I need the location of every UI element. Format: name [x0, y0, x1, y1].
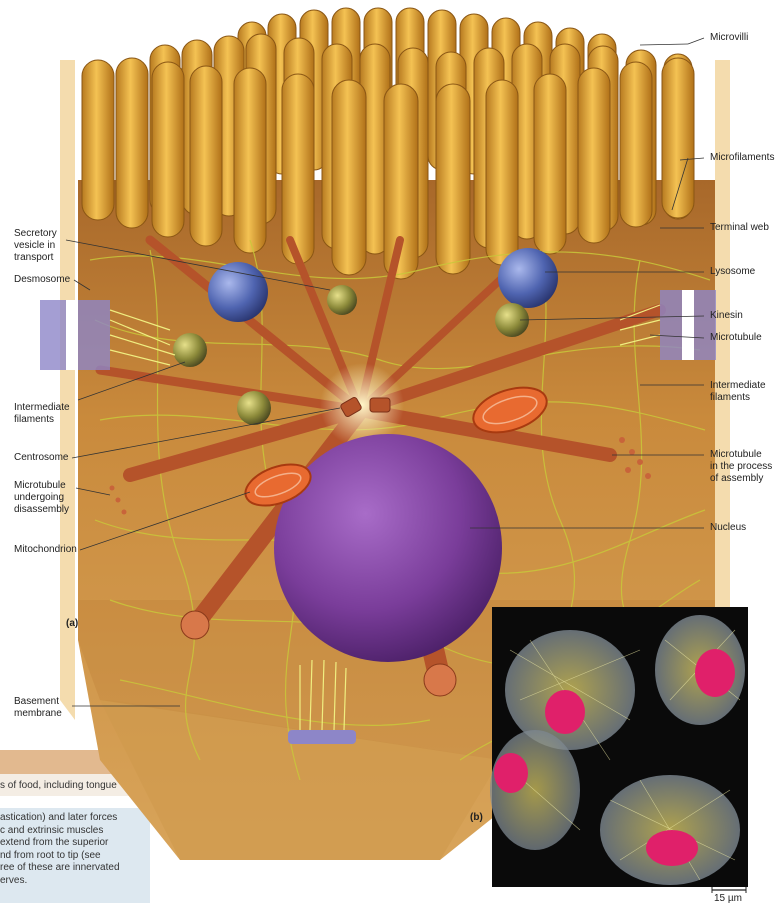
label-lysosome: Lysosome: [710, 266, 755, 278]
label-desmosome: Desmosome: [14, 274, 70, 286]
background-text-paragraph: astication) and later forces c and extri…: [0, 812, 148, 887]
background-text-line: s of food, including tongue: [0, 780, 148, 793]
micrograph: [490, 607, 748, 887]
panel-tag-b: (b): [470, 812, 483, 823]
panel-tag-a: (a): [66, 618, 78, 629]
lysosome: [498, 248, 558, 308]
label-basement-membrane: Basement membrane: [14, 696, 62, 720]
secretory-vesicle: [237, 391, 271, 425]
label-intermediate-filaments-left: Intermediate filaments: [14, 402, 70, 426]
label-microfilaments: Microfilaments: [710, 152, 774, 164]
label-intermediate-filaments-right: Intermediate filaments: [710, 380, 766, 404]
label-microvilli: Microvilli: [710, 32, 748, 44]
secretory-vesicle: [173, 333, 207, 367]
label-centrosome: Centrosome: [14, 452, 68, 464]
lysosome: [208, 262, 268, 322]
scale-bar-label: 15 µm: [714, 893, 742, 904]
label-microtubule: Microtubule: [710, 332, 762, 344]
label-terminal-web: Terminal web: [710, 222, 769, 234]
micrograph-nucleus: [545, 690, 585, 734]
label-nucleus: Nucleus: [710, 522, 746, 534]
label-microtubule-disassembly: Microtubule undergoing disassembly: [14, 480, 69, 516]
label-secretory-vesicle: Secretory vesicle in transport: [14, 228, 57, 264]
label-mitochondrion: Mitochondrion: [14, 544, 77, 556]
nucleus: [274, 434, 502, 662]
micrograph-nucleus: [695, 649, 735, 697]
micrograph-nucleus: [646, 830, 698, 866]
label-kinesin: Kinesin: [710, 310, 743, 322]
secretory-vesicle: [327, 285, 357, 315]
micrograph-nucleus: [494, 753, 528, 793]
label-microtubule-assembly: Microtubule in the process of assembly: [710, 449, 772, 485]
centriole: [370, 398, 390, 412]
